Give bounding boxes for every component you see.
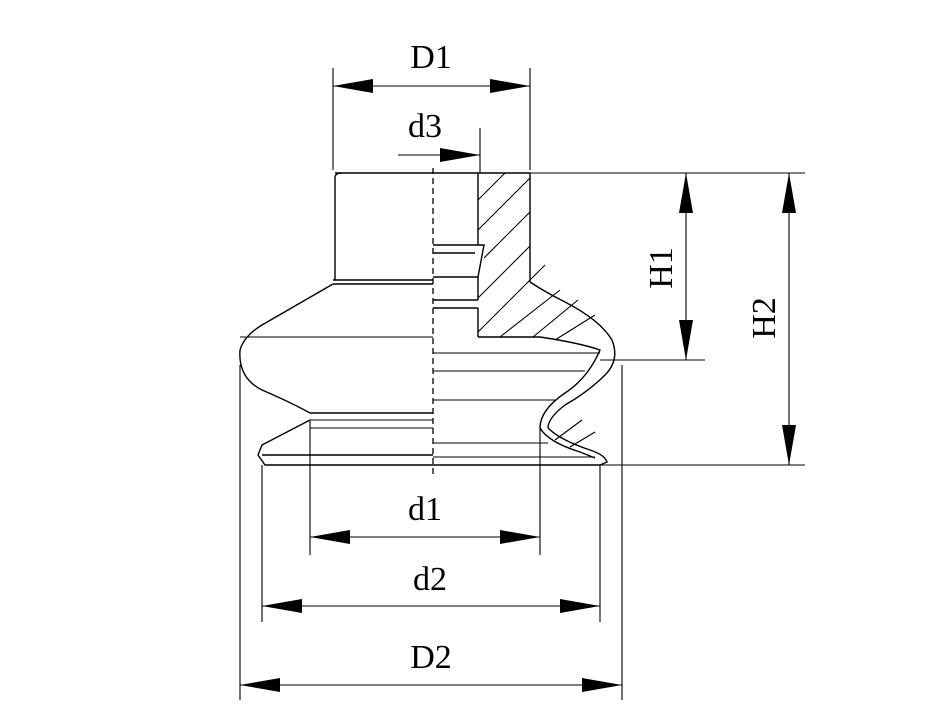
extension-lines — [239, 68, 805, 700]
internal-bore — [433, 173, 485, 337]
label-H2: H2 — [746, 297, 783, 339]
label-d2: d2 — [413, 561, 447, 598]
dimension-d1 — [310, 530, 540, 544]
label-D2: D2 — [410, 639, 452, 676]
label-d3: d3 — [408, 108, 442, 145]
label-H1: H1 — [643, 247, 680, 289]
dimension-D2 — [240, 678, 622, 692]
part-outline — [239, 172, 616, 466]
dimension-d3 — [398, 148, 480, 162]
label-D1: D1 — [410, 39, 452, 76]
dimension-H2 — [782, 173, 796, 465]
label-d1: d1 — [408, 491, 442, 528]
dimension-D1 — [333, 79, 530, 93]
dimension-d2 — [262, 599, 600, 613]
section-hatching — [477, 172, 596, 448]
dimension-H1 — [679, 173, 693, 360]
